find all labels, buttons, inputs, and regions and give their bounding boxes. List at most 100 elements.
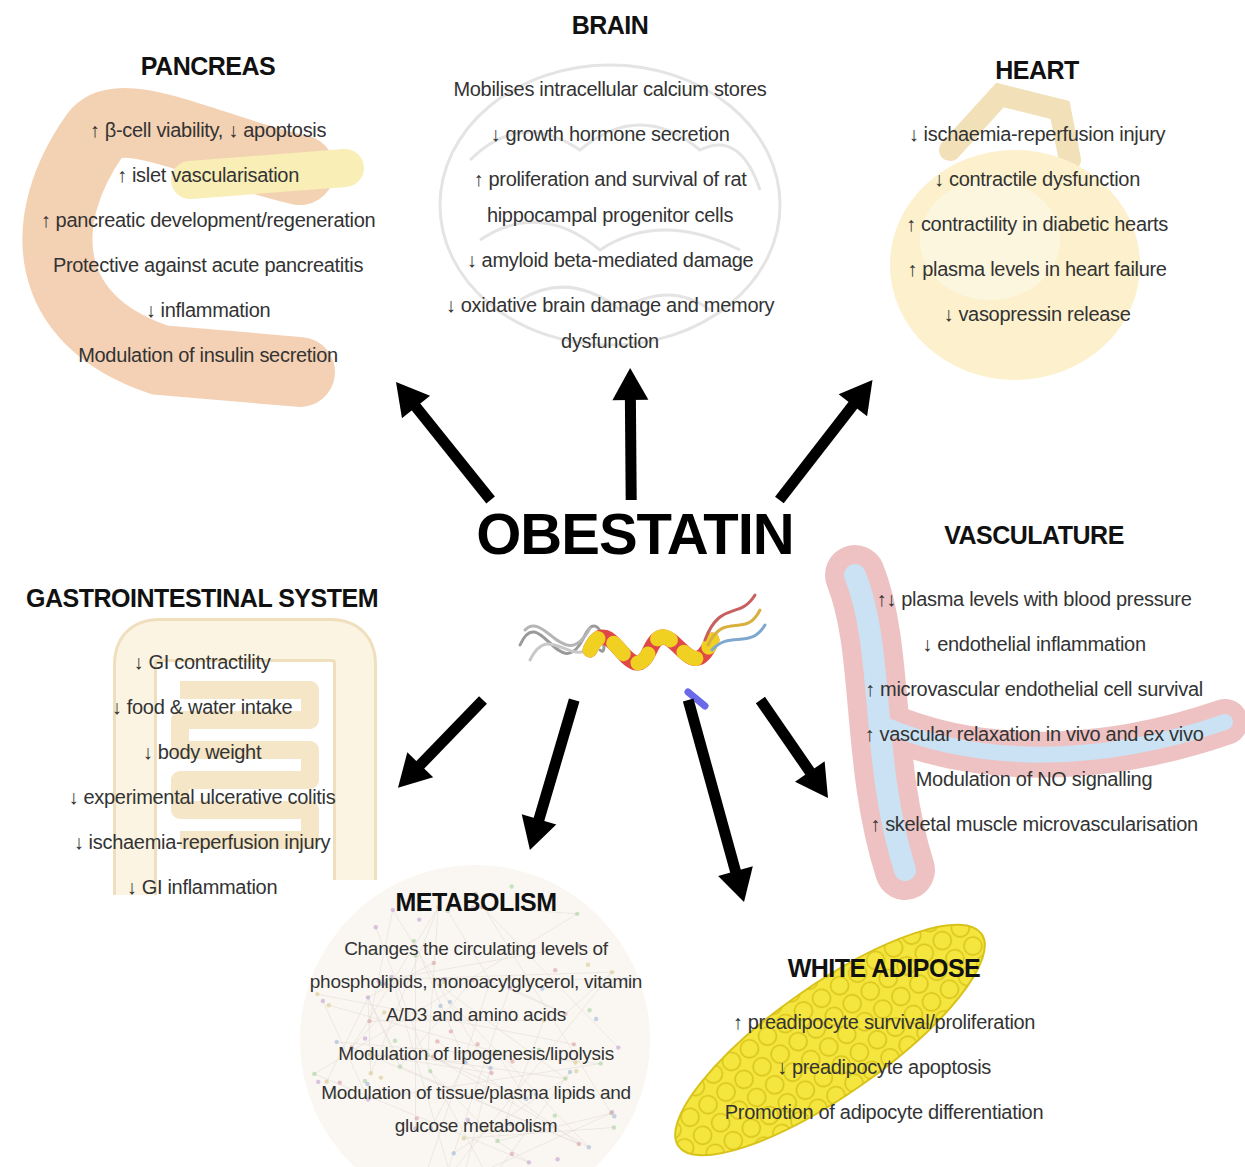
organ-panel: BRAIN Mobilises intracellular calcium sto… xyxy=(420,9,800,368)
network-dot xyxy=(563,1076,567,1080)
organ-heading: BRAIN xyxy=(420,9,800,41)
arrow-shaft xyxy=(414,404,491,500)
network-dot xyxy=(315,992,319,996)
arrow-shaft xyxy=(538,700,574,823)
effect-item: ↑ vascular relaxation in vivo and ex viv… xyxy=(828,716,1240,752)
arrow-head xyxy=(839,380,873,416)
network-dot xyxy=(382,1010,386,1014)
network-dot xyxy=(428,1069,432,1073)
network-dot xyxy=(435,1039,439,1043)
network-dot xyxy=(594,1017,598,1021)
effect-item: ↑ pancreatic development/regeneration xyxy=(8,202,408,238)
organ-heading: GASTROINTESTINAL SYSTEM xyxy=(6,582,398,614)
arrow-head xyxy=(396,382,430,418)
network-dot xyxy=(417,917,421,921)
organ-panel: HEART ↓ ischaemia-reperfusion injury ↓ con… xyxy=(862,54,1212,380)
effect-item: ↑ β-cell viability, ↓ apoptosis xyxy=(8,112,408,148)
effect-item: ↑ islet vascularisation xyxy=(8,157,408,193)
center-title: OBESTATIN xyxy=(445,502,825,566)
effect-item: ↓ experimental ulcerative colitis xyxy=(6,779,398,815)
network-dot xyxy=(316,1080,320,1084)
effect-item: ↑ preadipocyte survival/proliferation xyxy=(684,1004,1084,1040)
organ-heading: HEART xyxy=(862,54,1212,86)
network-dot xyxy=(577,1142,581,1146)
effect-arrow xyxy=(779,380,872,500)
network-dot xyxy=(574,1069,578,1073)
network-link xyxy=(352,1012,385,1047)
arrow-head xyxy=(522,814,557,850)
effect-item: ↑ proliferation and survival of rat hipp… xyxy=(420,161,800,233)
effect-arrow xyxy=(398,700,483,788)
network-dot xyxy=(379,1075,383,1079)
effect-arrow xyxy=(522,700,574,850)
effect-item: ↓ endothelial inflammation xyxy=(828,626,1240,662)
effect-item: ↓ inflammation xyxy=(8,292,408,328)
effect-item: ↑ skeletal muscle microvascularisation xyxy=(828,806,1240,842)
intestine-illustration xyxy=(135,640,355,895)
network-dot xyxy=(610,1110,614,1114)
network-dot xyxy=(393,1039,397,1043)
network-dot xyxy=(391,908,395,912)
effect-item: ↓ preadipocyte apoptosis xyxy=(684,1049,1084,1085)
organ-heading: WHITE ADIPOSE xyxy=(684,952,1084,984)
effect-item: ↓ GI inflammation xyxy=(6,869,398,905)
network-dot xyxy=(449,1029,453,1033)
effect-item: Modulation of tissue/plasma lipids and g… xyxy=(290,1076,662,1142)
network-dot xyxy=(432,961,436,965)
network-dot xyxy=(366,995,370,999)
effect-arrow xyxy=(396,382,491,500)
network-dot xyxy=(369,1071,373,1075)
network-dot xyxy=(312,1072,316,1076)
effect-arrow xyxy=(760,700,828,798)
arrow-shaft xyxy=(417,700,483,768)
network-dot xyxy=(363,1036,367,1040)
organ-panel: VASCULATURE ↑↓ plasma levels with blood p… xyxy=(828,519,1240,851)
effect-item: ↓ oxidative brain damage and memory dysf… xyxy=(420,287,800,359)
network-dot xyxy=(527,1160,531,1164)
network-dot xyxy=(555,1157,559,1161)
arrow-head xyxy=(612,368,648,400)
organ-panel: GASTROINTESTINAL SYSTEM ↓ GI contractilit… xyxy=(6,582,398,914)
network-link xyxy=(497,1141,529,1162)
effect-item: Modulation of insulin secretion xyxy=(8,337,408,373)
peptide-helix-illustration xyxy=(520,595,765,706)
network-dot xyxy=(489,1071,493,1075)
network-dot xyxy=(321,999,325,1003)
effect-item: ↓ ischaemia-reperfusion injury xyxy=(862,116,1212,152)
effect-item: Promotion of adipocyte differentiation xyxy=(684,1094,1084,1130)
effect-item: ↑ contractility in diabetic hearts xyxy=(862,206,1212,242)
organ-heading: VASCULATURE xyxy=(828,519,1240,551)
effect-item: ↓ amyloid beta-mediated damage xyxy=(420,242,800,278)
arrow-shaft xyxy=(625,396,637,500)
effect-item: Modulation of lipogenesis/lipolysis xyxy=(290,1037,662,1070)
network-dot xyxy=(448,1000,452,1004)
effect-item: ↓ food & water intake xyxy=(6,689,398,725)
network-link xyxy=(327,997,368,1081)
effect-arrow xyxy=(688,700,753,902)
network-dot xyxy=(326,1003,330,1007)
effect-arrow xyxy=(612,368,648,500)
arrow-head xyxy=(718,866,753,902)
organ-heading: METABOLISM xyxy=(290,886,662,918)
effect-item: Modulation of NO signalling xyxy=(828,761,1240,797)
effect-item: ↓ contractile dysfunction xyxy=(862,161,1212,197)
effect-item: ↓ vasopressin release xyxy=(862,296,1212,332)
effect-item: ↓ body weight xyxy=(6,734,398,770)
network-dot xyxy=(367,1019,371,1023)
network-link xyxy=(476,894,612,1113)
effect-item: ↓ ischaemia-reperfusion injury xyxy=(6,824,398,860)
network-dot xyxy=(510,1152,514,1156)
effect-item: Changes the circulating levels of phosph… xyxy=(290,932,662,1031)
arrow-shaft xyxy=(688,700,736,875)
effect-item: Mobilises intracellular calcium stores xyxy=(420,71,800,107)
arrow-head xyxy=(398,752,433,788)
network-dot xyxy=(374,925,378,929)
arrow-shaft xyxy=(760,700,812,775)
organ-panel: WHITE ADIPOSE ↑ preadipocyte survival/pro… xyxy=(684,902,1084,1139)
effect-item: ↓ GI contractility xyxy=(6,644,398,680)
effect-item: ↑ microvascular endothelial cell surviva… xyxy=(828,671,1240,707)
effect-item: ↑↓ plasma levels with blood pressure xyxy=(828,581,1240,617)
network-dot xyxy=(612,1125,616,1129)
network-dot xyxy=(586,962,590,966)
